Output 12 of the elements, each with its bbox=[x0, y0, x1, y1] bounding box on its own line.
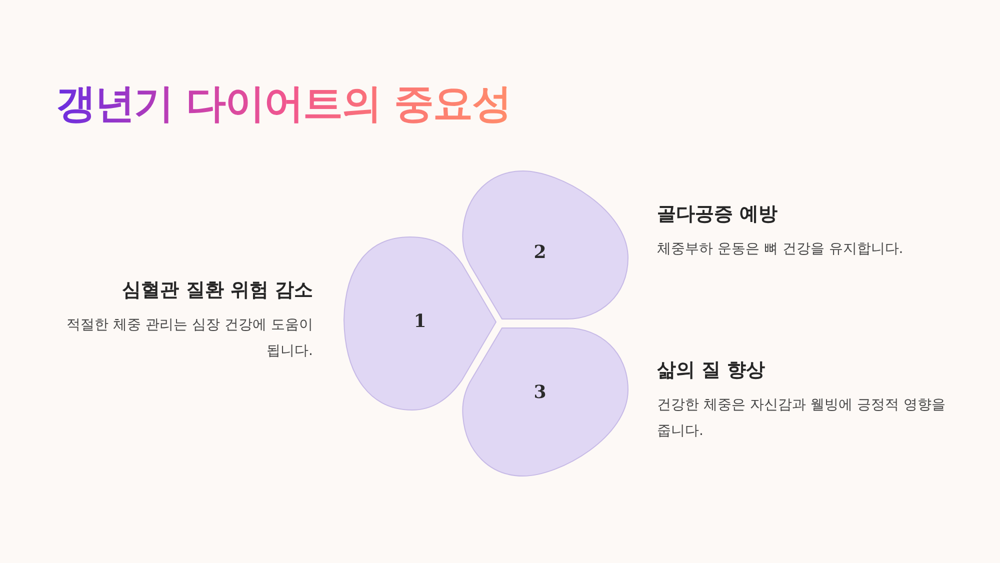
section-heading: 심혈관 질환 위험 감소 bbox=[122, 278, 313, 302]
petal-shape bbox=[461, 170, 630, 321]
description-text: 건강한 체중은 자신감과 웰빙에 긍정적 영향을 줍니다. bbox=[657, 396, 946, 441]
description-text: 적절한 체중 관리는 심장 건강에 도움이 됩니다. bbox=[66, 316, 313, 361]
description-text: 체중부하 운동은 뼈 건강을 유지합니다. bbox=[657, 240, 904, 259]
step-number: 1 bbox=[414, 312, 426, 332]
section-heading: 골다공증 예방 bbox=[657, 202, 778, 226]
step-number: 2 bbox=[534, 243, 546, 263]
petal-shape bbox=[343, 236, 498, 412]
step-number: 3 bbox=[534, 383, 546, 403]
section-heading: 삶의 질 향상 bbox=[657, 358, 766, 382]
petal-shape bbox=[461, 327, 630, 477]
